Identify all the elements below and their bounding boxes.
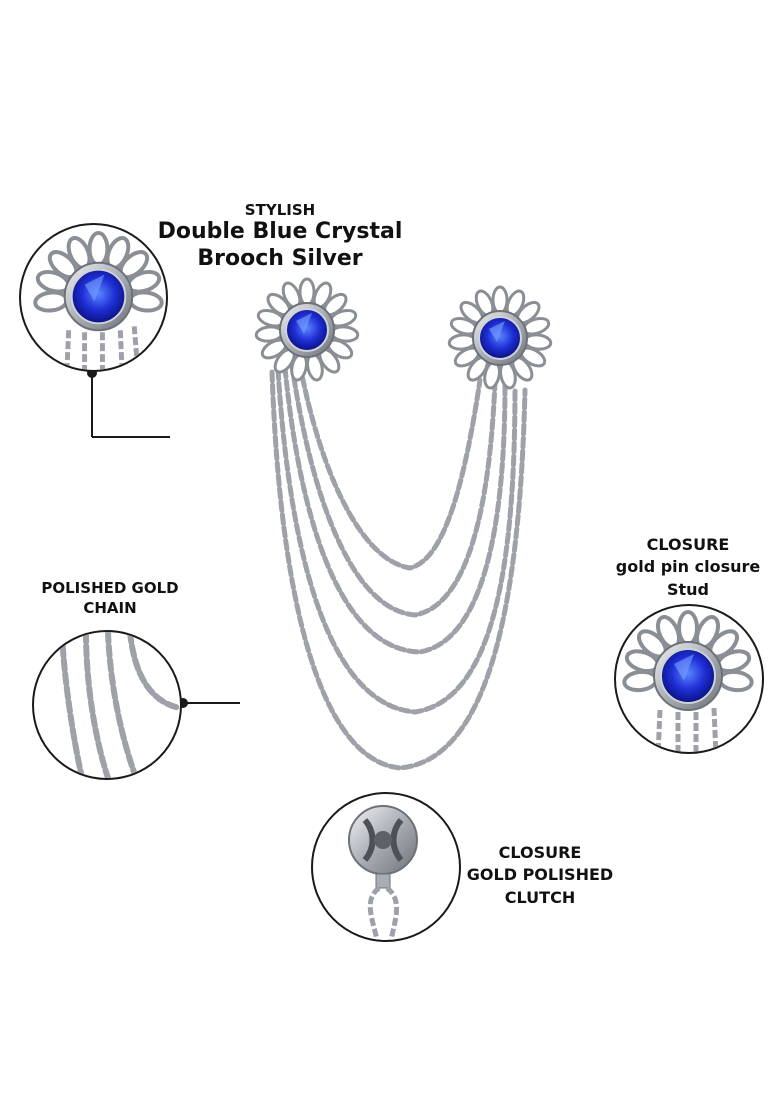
right-petals (447, 285, 553, 390)
label-stud-line1: CLOSURE (646, 535, 730, 554)
label-brooch-line3: Brooch Silver (197, 245, 363, 271)
sun-flower-brooch-icon (33, 230, 164, 370)
label-chain-line1: POLISHED GOLD (41, 579, 179, 597)
right-crystal (478, 316, 522, 360)
label-chain: POLISHED GOLD CHAIN (20, 578, 200, 619)
chain-links-icon (59, 632, 180, 778)
detail-circle-clutch (311, 792, 461, 942)
detail-circle-brooch (19, 223, 168, 372)
pin-clutch-icon (348, 805, 418, 940)
label-chain-line2: CHAIN (83, 599, 137, 618)
label-brooch-title: STYLISH Double Blue Crystal Brooch Silve… (150, 201, 410, 272)
right-brooch (447, 285, 553, 390)
label-stud-line3: Stud (666, 579, 709, 599)
label-stud: CLOSURE gold pin closure Stud (598, 534, 778, 601)
label-brooch-line1: STYLISH (244, 201, 316, 219)
left-brooch (254, 277, 360, 382)
label-clutch-line1: CLOSURE (498, 843, 582, 862)
detail-circle-stud (614, 604, 764, 754)
label-clutch-line3: CLUTCH (504, 887, 576, 907)
detail-circle-chain (32, 630, 182, 780)
brooch-chains (269, 362, 528, 771)
sun-flower-brooch-icon (622, 610, 754, 752)
callout-top-line (91, 373, 170, 438)
label-clutch-line2: GOLD POLISHED (466, 865, 614, 885)
label-stud-line2: gold pin closure (615, 557, 761, 577)
label-clutch: CLOSURE GOLD POLISHED CLUTCH (460, 842, 620, 909)
left-crystal (285, 308, 329, 352)
label-brooch-line2: Double Blue Crystal (157, 219, 403, 245)
